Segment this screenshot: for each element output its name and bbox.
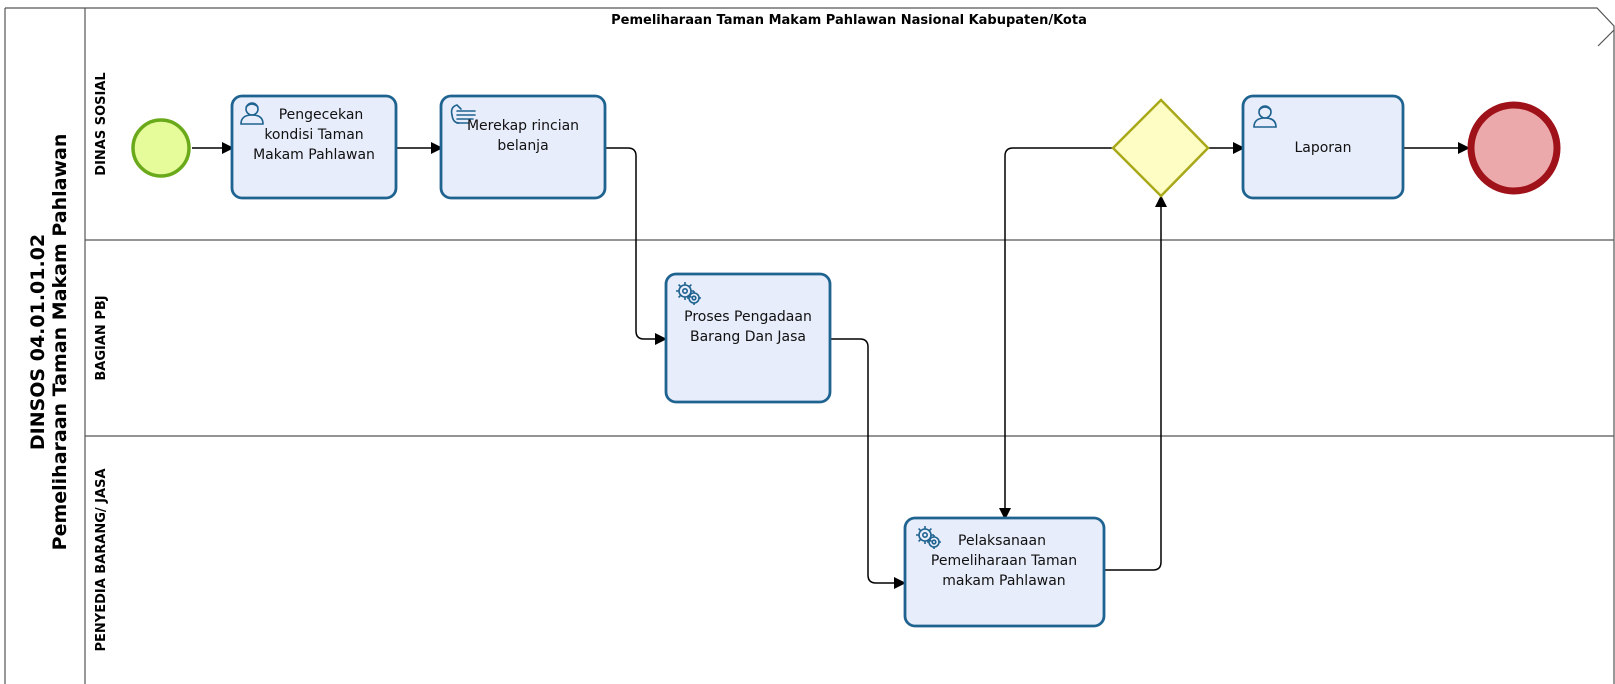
task-laporan[interactable]: Laporan: [1241, 94, 1405, 200]
task-label-line: Pemeliharaan Taman: [931, 553, 1077, 569]
lane-label-dinas-sosial: DINAS SOSIAL: [94, 72, 109, 175]
user-icon: [240, 102, 264, 125]
flow-proses-to-pelaksanaan: [830, 338, 906, 589]
gear-icon: [916, 526, 941, 549]
flow-pelaksanaan-to-gateway: [1104, 195, 1167, 571]
task-merekap[interactable]: Merekap rincian belanja: [439, 94, 607, 200]
task-label-line: Makam Pahlawan: [253, 147, 375, 163]
task-pelaksanaan[interactable]: Pelaksanaan Pemeliharaan Taman makam Pah…: [903, 516, 1106, 628]
hand-icon: [450, 104, 476, 124]
pool-fold: [1597, 29, 1615, 47]
task-label-line: Pelaksanaan: [958, 533, 1046, 549]
task-pengecekan[interactable]: Pengecekan kondisi Taman Makam Pahlawan: [230, 94, 398, 200]
pool-title-line1: DINSOS 04.01.01.02: [27, 234, 49, 450]
pool-border: [4, 7, 1615, 684]
task-label-line: Laporan: [1294, 140, 1351, 156]
pool-title-line2: Pemeliharaan Taman Makam Pahlawan: [49, 134, 71, 551]
task-label-line: makam Pahlawan: [942, 573, 1065, 589]
task-label-line: belanja: [497, 138, 548, 154]
end-event[interactable]: [1467, 101, 1561, 195]
lane-label-bagian-pbj: BAGIAN PBJ: [94, 295, 109, 380]
lane-label-penyedia: PENYEDIA BARANG/ JASA: [94, 469, 109, 652]
gear-icon: [676, 282, 701, 305]
task-label-line: Proses Pengadaan: [684, 309, 812, 325]
flow-gateway-to-pelaksanaan: [999, 147, 1113, 520]
task-label-line: Pengecekan: [279, 107, 364, 123]
task-proses-pengadaan[interactable]: Proses Pengadaan Barang Dan Jasa: [664, 272, 832, 404]
task-label-line: kondisi Taman: [264, 127, 363, 143]
flow-merekap-to-proses: [605, 147, 667, 345]
exclusive-gateway[interactable]: [1111, 98, 1210, 198]
task-label-line: Barang Dan Jasa: [690, 329, 806, 345]
user-icon: [1253, 105, 1277, 128]
diagram-title: Pemeliharaan Taman Makam Pahlawan Nasion…: [611, 13, 1087, 28]
start-event[interactable]: [131, 118, 191, 178]
task-label-line: Merekap rincian: [467, 118, 579, 134]
sequence-flows: [192, 142, 1470, 589]
